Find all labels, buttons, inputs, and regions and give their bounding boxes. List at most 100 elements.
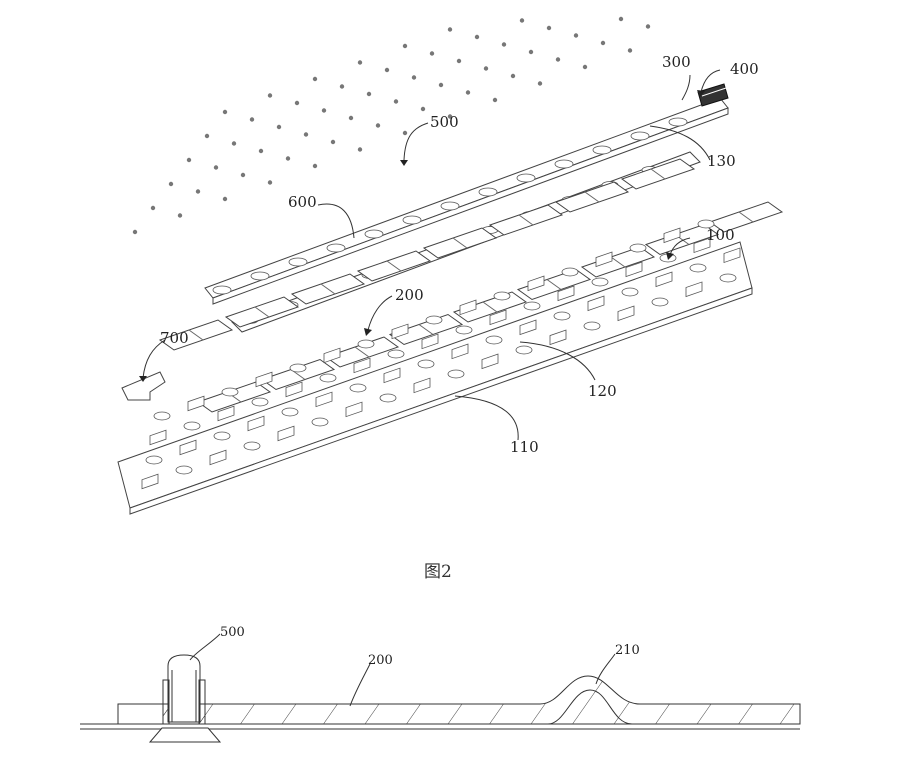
rivet	[222, 196, 228, 202]
base-hole-round	[697, 219, 715, 229]
top-strip-holes	[212, 117, 688, 295]
rivet	[177, 213, 183, 218]
base-hole-square	[451, 343, 469, 360]
section-callout-500: 500	[220, 625, 245, 640]
base-hole-square	[383, 367, 401, 384]
base-hole-square	[255, 371, 273, 388]
rivet	[375, 123, 381, 128]
base-hole-round	[183, 421, 201, 431]
rivet	[402, 130, 408, 136]
strip-hole	[402, 215, 422, 225]
busbar-plate	[290, 273, 366, 305]
rivet	[222, 109, 228, 115]
base-hole-round	[485, 335, 503, 345]
section-rivet-500	[148, 654, 222, 743]
strip-hole	[288, 257, 308, 267]
base-hole-square	[625, 261, 643, 278]
rivet	[492, 97, 498, 103]
top-strip	[204, 97, 729, 305]
rivet	[600, 40, 606, 46]
base-hole-square	[595, 251, 613, 268]
connector-400	[697, 83, 729, 107]
base-hole-square	[617, 305, 635, 322]
busbar-plate	[708, 201, 784, 233]
base-hole-square	[557, 285, 575, 302]
rivet	[474, 34, 480, 40]
rivet	[312, 163, 318, 169]
base-hole-round	[357, 339, 375, 349]
rivet	[258, 148, 264, 154]
base-hole-square	[345, 401, 363, 418]
rivet	[429, 51, 435, 56]
callout-110: 110	[510, 438, 539, 456]
rivet	[240, 172, 246, 178]
rivet	[204, 133, 210, 139]
base-plate-holes	[141, 219, 741, 490]
base-hole-round	[689, 263, 707, 273]
base-hole-square	[179, 439, 197, 456]
base-hole-round	[447, 369, 465, 379]
rivet	[357, 60, 363, 65]
base-hole-square	[663, 227, 681, 244]
rivet	[519, 18, 525, 23]
base-hole-square	[519, 319, 537, 336]
base-hole-square	[413, 377, 431, 394]
rivet	[447, 114, 453, 119]
rivet	[573, 33, 579, 38]
base-hole-square	[247, 415, 265, 432]
base-hole-square	[187, 395, 205, 412]
rivet	[393, 99, 399, 104]
base-hole-square	[587, 295, 605, 312]
rivet	[285, 156, 291, 161]
base-hole-square	[323, 347, 341, 364]
strip-hole	[668, 117, 688, 127]
base-hole-square	[277, 425, 295, 442]
rivet	[312, 76, 318, 82]
base-hole-round	[583, 321, 601, 331]
base-hole-square	[141, 473, 159, 490]
base-hole-round	[553, 311, 571, 321]
strip-hole	[364, 229, 384, 239]
strip-hole	[554, 159, 574, 169]
base-hole-round	[591, 277, 609, 287]
base-hole-round	[425, 315, 443, 325]
callout-120: 120	[588, 382, 617, 400]
callout-100: 100	[706, 226, 735, 244]
base-hole-square	[149, 429, 167, 446]
rivet-cloud	[132, 16, 651, 235]
busbar-plate	[620, 158, 696, 190]
leader-lines	[139, 69, 721, 441]
rivet	[384, 67, 390, 73]
base-hole-round	[387, 349, 405, 359]
rivet	[537, 81, 543, 86]
base-hole-round	[281, 407, 299, 417]
base-hole-square	[527, 275, 545, 292]
rivet	[528, 49, 534, 55]
base-hole-square	[391, 323, 409, 340]
rivet	[402, 43, 408, 49]
strip-hole	[516, 173, 536, 183]
rivet	[132, 229, 138, 235]
base-hole-round	[621, 287, 639, 297]
exploded-view: 500 600 200 700 100 130 300 400 120 110	[117, 16, 784, 515]
callout-400: 400	[730, 60, 759, 78]
rivet	[249, 117, 255, 122]
base-hole-square	[723, 247, 741, 264]
base-hole-round	[629, 243, 647, 253]
rivet	[501, 42, 507, 47]
rivet	[339, 84, 345, 89]
base-plate-100	[117, 219, 753, 515]
base-hole-round	[213, 431, 231, 441]
section-view: 500 200 210	[80, 625, 801, 743]
busbar-plate	[452, 291, 528, 323]
rivet	[276, 124, 282, 130]
rivet	[582, 64, 588, 70]
busbar-plate	[554, 181, 630, 213]
base-hole-round	[251, 397, 269, 407]
base-hole-round	[719, 273, 737, 283]
base-hole-square	[549, 329, 567, 346]
base-hole-round	[153, 411, 171, 421]
rivet	[231, 141, 237, 146]
base-hole-square	[217, 405, 235, 422]
rivet	[195, 189, 201, 194]
